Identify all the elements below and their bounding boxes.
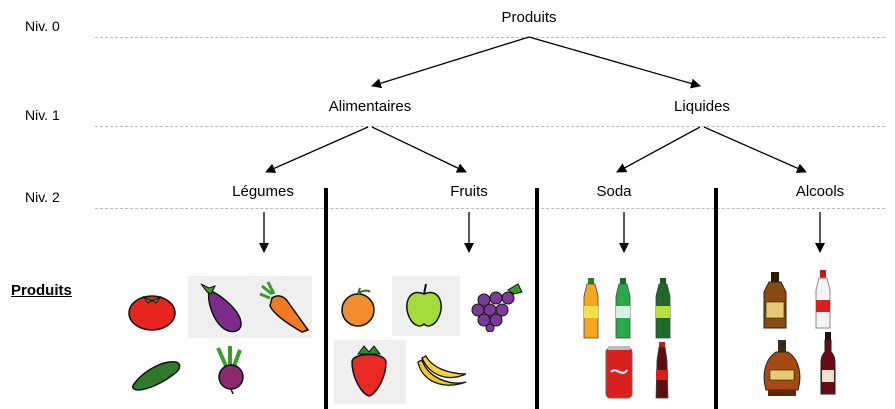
whisky-bottle-icon xyxy=(763,272,787,329)
arrow-root-liquides xyxy=(528,36,701,89)
arrow-alimentaires-fruits xyxy=(371,126,467,173)
carrot-icon xyxy=(259,281,310,333)
beetroot-icon xyxy=(216,346,244,394)
node-fruits: Fruits xyxy=(450,183,488,200)
node-root: Produits xyxy=(501,9,557,26)
level-0-divider xyxy=(95,37,885,38)
sprite-bottle-icon xyxy=(655,278,671,339)
products-row-label: Produits xyxy=(11,282,72,299)
arrow-liquides-soda xyxy=(616,126,701,173)
peach-icon xyxy=(341,287,375,327)
arrow-liquides-alcools xyxy=(703,126,807,173)
eggplant-icon xyxy=(200,283,242,333)
arrow-root-alimentaires xyxy=(371,36,530,89)
apple-icon xyxy=(406,283,442,327)
separator-soda-alcools xyxy=(714,188,718,409)
cola-can-icon xyxy=(605,346,633,399)
node-soda: Soda xyxy=(596,183,632,200)
banana-icon xyxy=(417,355,467,386)
level-2-divider xyxy=(95,208,885,209)
level-1-label: Niv. 1 xyxy=(25,107,60,123)
node-alimentaires: Alimentaires xyxy=(328,98,412,115)
arrow-alimentaires-legumes xyxy=(265,126,369,173)
strawberry-icon xyxy=(351,345,387,397)
node-liquides: Liquides xyxy=(674,98,730,115)
level-0-label: Niv. 0 xyxy=(25,18,60,34)
cucumber-icon xyxy=(132,361,181,391)
tomato-icon xyxy=(128,295,176,331)
level-2-label: Niv. 2 xyxy=(25,189,60,205)
wine-bottle-icon xyxy=(820,332,836,395)
separator-fruits-soda xyxy=(535,188,539,409)
cognac-bottle-icon xyxy=(763,340,801,396)
vodka-bottle-icon xyxy=(815,270,831,329)
orange-soda-bottle-icon xyxy=(583,278,599,339)
separator-legumes-fruits xyxy=(324,188,328,409)
node-legumes: Légumes xyxy=(232,183,294,200)
green-soda-bottle-icon xyxy=(615,278,631,339)
grapes-icon xyxy=(471,283,523,332)
cola-bottle-icon xyxy=(655,342,669,399)
node-alcools: Alcools xyxy=(795,183,845,200)
level-1-divider xyxy=(95,126,885,127)
